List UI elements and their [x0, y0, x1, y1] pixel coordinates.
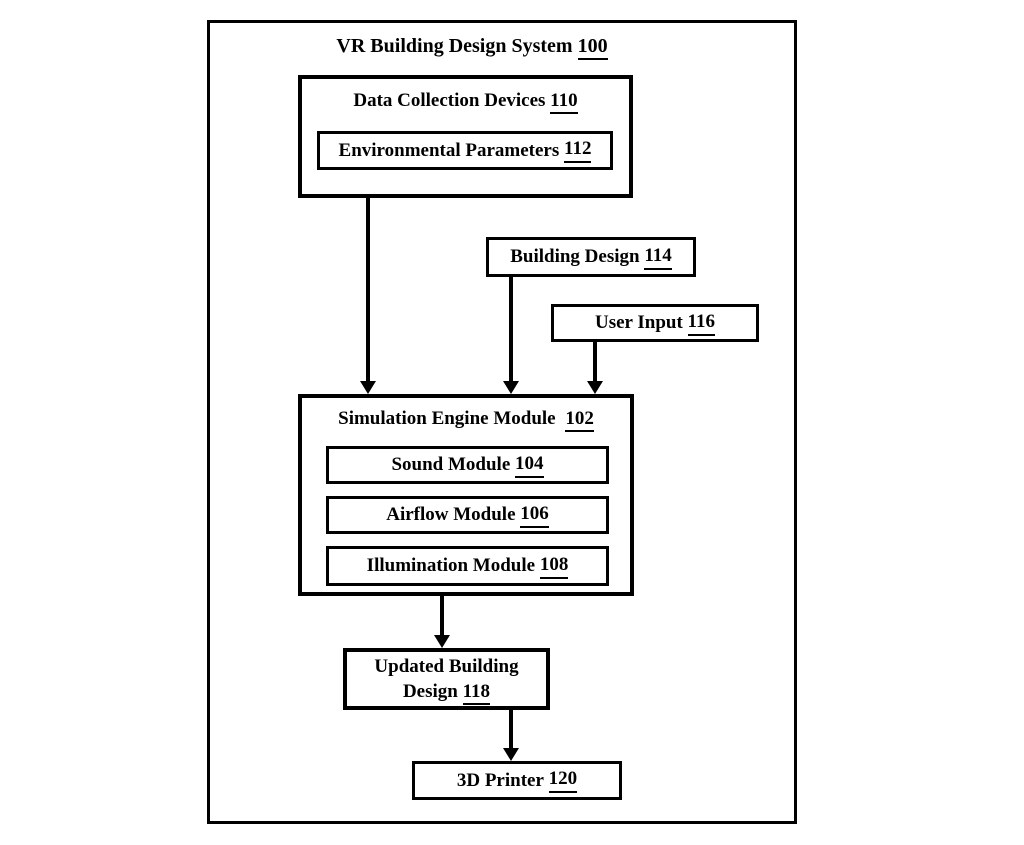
node-simulation-engine-module: Simulation Engine Module 102 Sound Modul…	[298, 394, 634, 596]
label-text-line2: Design	[402, 681, 458, 702]
arrow-head-down-icon	[503, 381, 519, 394]
node-environmental-parameters: Environmental Parameters 112	[317, 131, 613, 170]
label-text: User Input	[594, 312, 683, 333]
arrow-updated-design-to-3d-printer	[503, 710, 519, 761]
node-airflow-module-label: Airflow Module 106	[329, 499, 606, 531]
node-sound-module-label: Sound Module 104	[329, 449, 606, 481]
diagram-title-label: VR Building Design System	[336, 35, 573, 57]
ref-number: 102	[565, 408, 594, 432]
node-airflow-module: Airflow Module 106	[326, 496, 609, 534]
system-boundary-box: VR Building Design System 100 Data Colle…	[207, 20, 797, 824]
node-data-collection-devices: Data Collection Devices 110 Environmenta…	[298, 75, 633, 198]
node-illumination-module: Illumination Module 108	[326, 546, 609, 586]
ref-number: 110	[550, 90, 578, 114]
label-text-line1: Updated Building	[374, 656, 519, 677]
arrow-line	[593, 342, 597, 383]
arrow-head-down-icon	[360, 381, 376, 394]
node-environmental-parameters-label: Environmental Parameters 112	[320, 134, 610, 167]
arrow-line	[509, 276, 513, 383]
label-text: Building Design	[510, 246, 640, 267]
ref-number: 108	[539, 554, 569, 579]
diagram-title: VR Building Design System 100	[210, 34, 734, 60]
node-updated-building-design-label: Updated Building Design 118	[347, 654, 546, 705]
arrow-head-down-icon	[434, 635, 450, 648]
arrow-sim-engine-to-updated-design	[434, 596, 450, 648]
diagram-title-ref: 100	[577, 35, 608, 60]
node-3d-printer-label: 3D Printer 120	[415, 764, 619, 797]
arrow-user-input-to-sim-engine	[587, 342, 603, 394]
label-text: Sound Module	[391, 454, 511, 475]
node-building-design-label: Building Design 114	[489, 240, 693, 274]
ref-number: 112	[564, 138, 592, 163]
ref-number: 120	[548, 768, 578, 793]
arrow-line	[366, 198, 370, 383]
arrow-data-collection-to-sim-engine	[360, 198, 376, 394]
node-illumination-module-label: Illumination Module 108	[329, 549, 606, 583]
label-text: Environmental Parameters	[338, 139, 560, 161]
arrow-line	[440, 596, 444, 637]
ref-number: 118	[462, 681, 491, 705]
node-user-input: User Input 116	[551, 304, 759, 342]
ref-number: 114	[644, 245, 672, 270]
ref-number: 106	[520, 503, 549, 528]
node-sound-module: Sound Module 104	[326, 446, 609, 484]
label-text: Simulation Engine Module	[338, 408, 556, 429]
node-user-input-label: User Input 116	[554, 307, 756, 339]
arrow-head-down-icon	[587, 381, 603, 394]
node-updated-building-design: Updated Building Design 118	[343, 648, 550, 710]
label-text: Data Collection Devices	[353, 90, 546, 111]
node-simulation-engine-module-label: Simulation Engine Module 102	[302, 407, 630, 432]
ref-number: 104	[515, 453, 544, 478]
ref-number: 116	[687, 311, 715, 336]
node-data-collection-devices-label: Data Collection Devices 110	[302, 89, 629, 114]
arrow-line	[509, 710, 513, 750]
arrow-building-design-to-sim-engine	[503, 276, 519, 394]
arrow-head-down-icon	[503, 748, 519, 761]
label-text: Illumination Module	[366, 555, 536, 576]
node-3d-printer: 3D Printer 120	[412, 761, 622, 800]
node-building-design: Building Design 114	[486, 237, 696, 277]
label-text: 3D Printer	[456, 769, 544, 791]
label-text: Airflow Module	[386, 504, 516, 525]
